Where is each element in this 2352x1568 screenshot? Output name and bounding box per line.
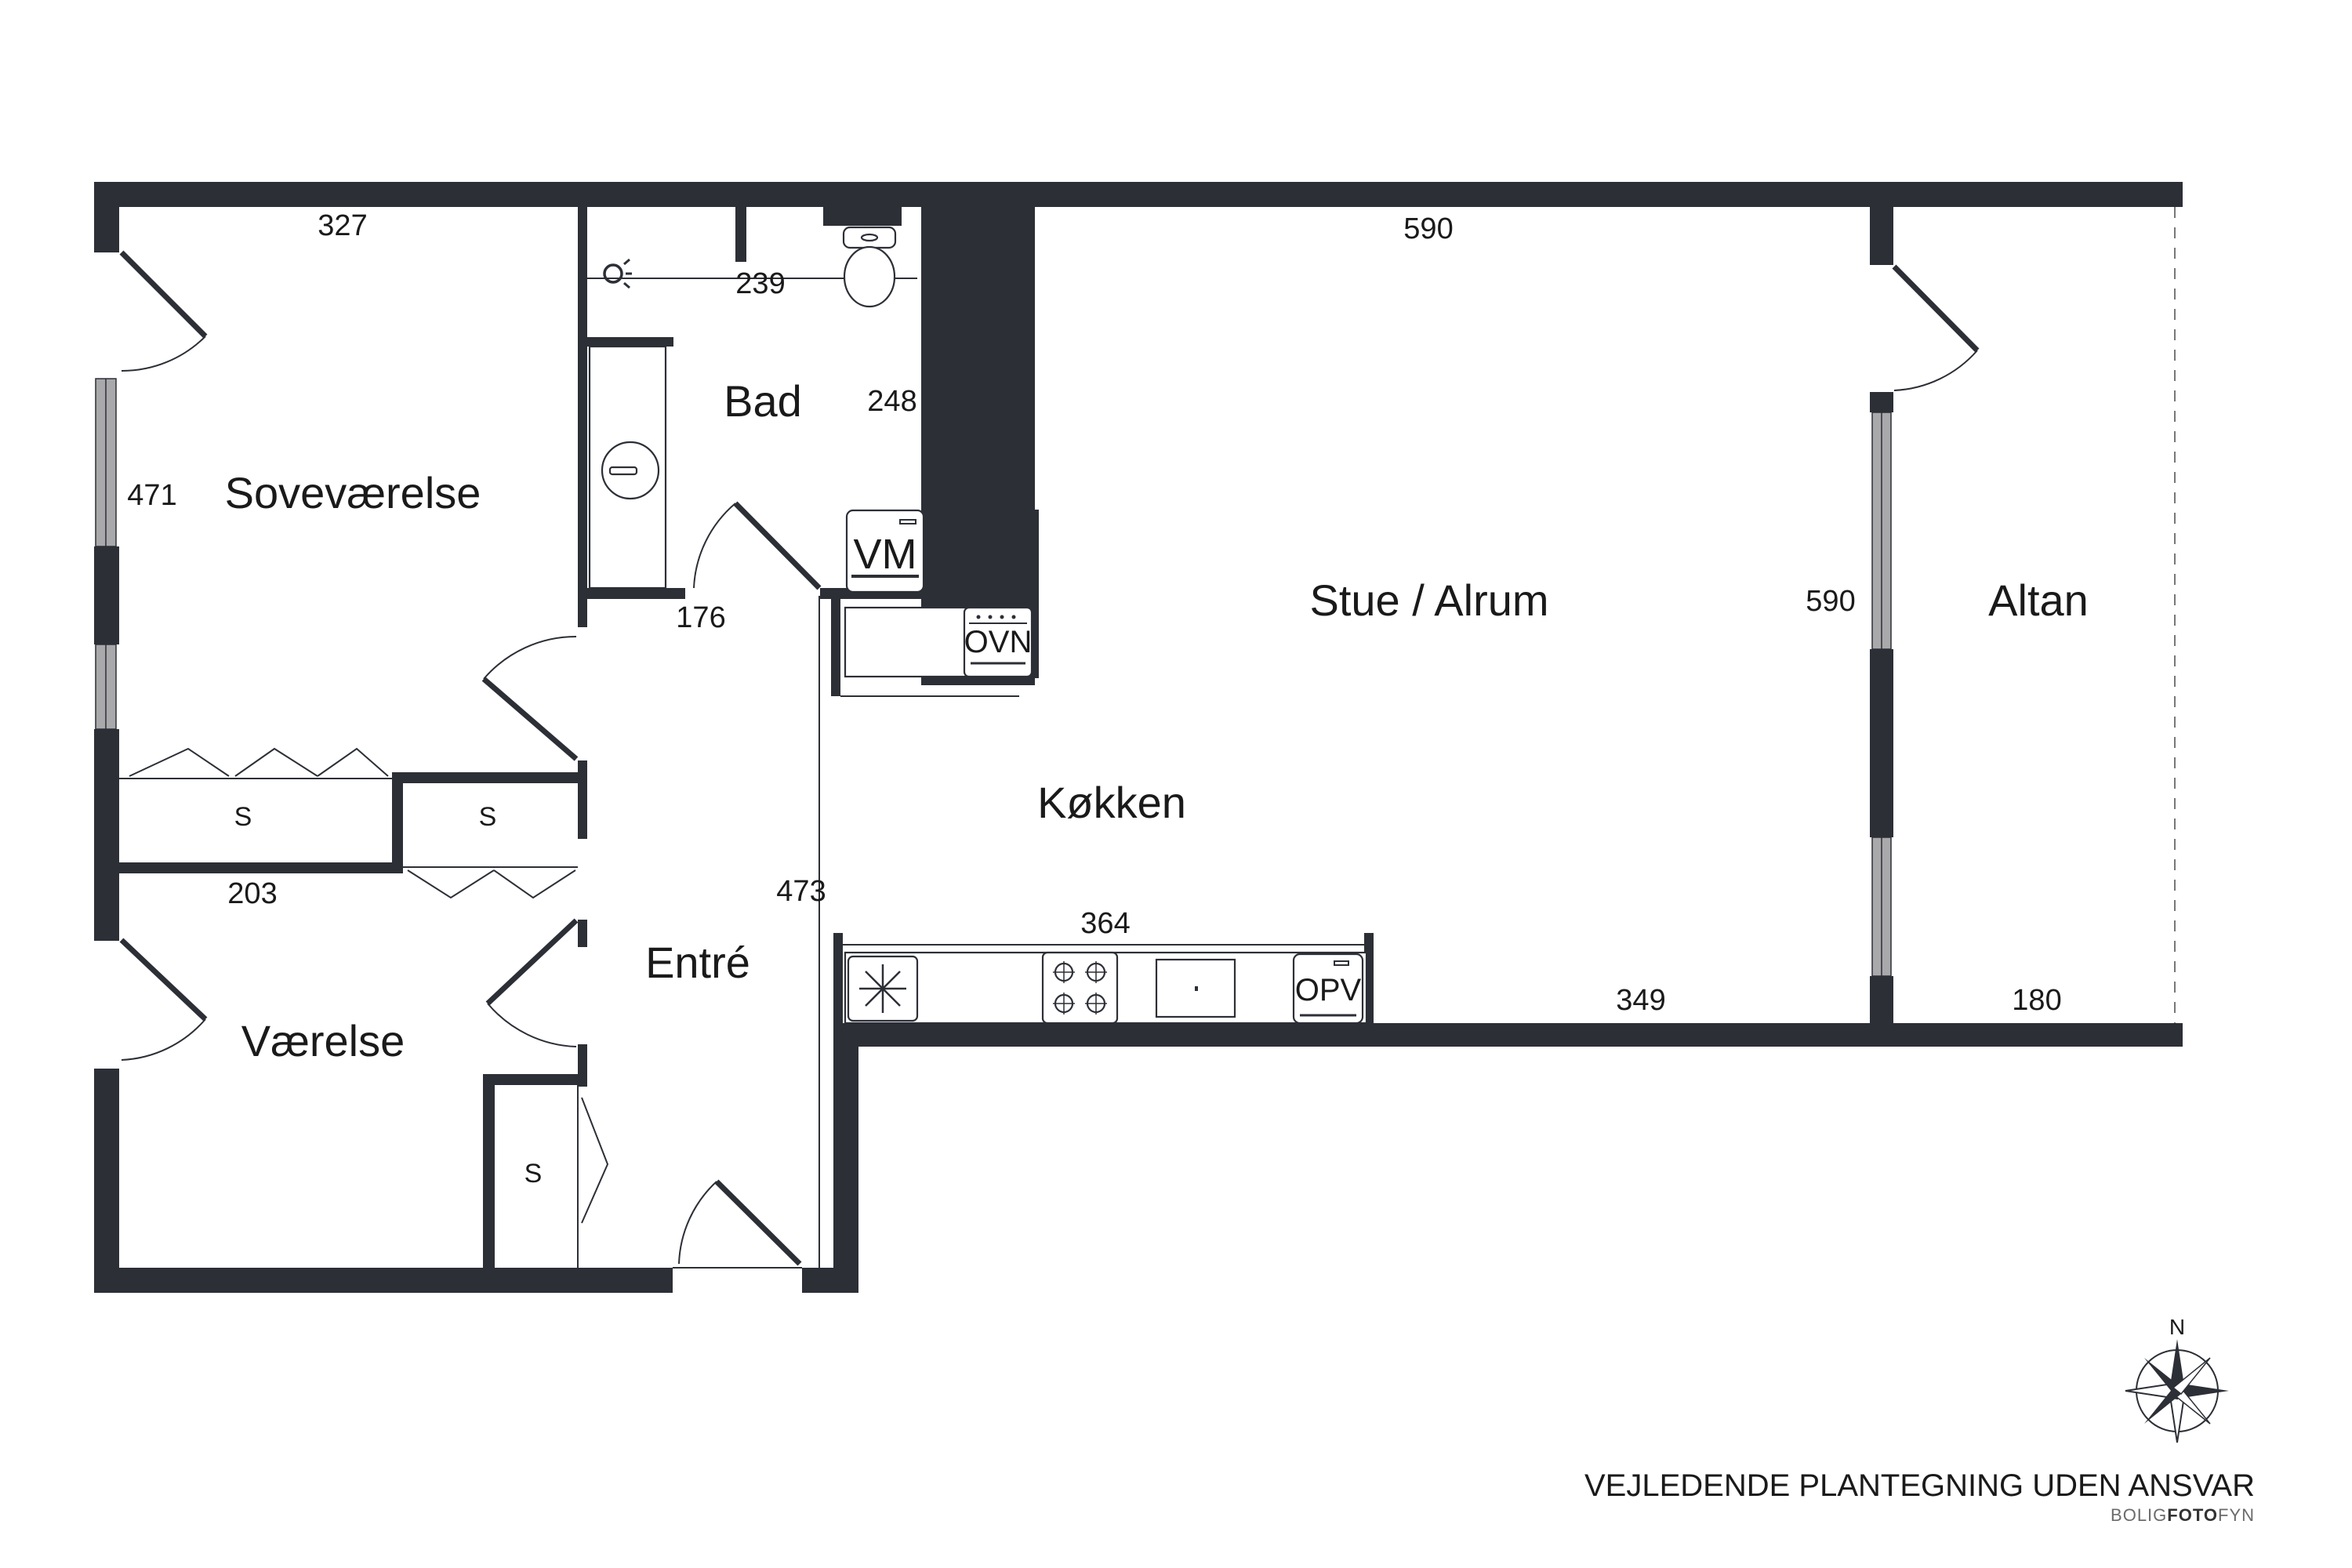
compass-icon: N xyxy=(2125,1315,2229,1443)
freezer-icon xyxy=(847,955,919,1022)
closet-label-3: S xyxy=(524,1159,543,1189)
dim-bad-top: 239 xyxy=(735,267,785,300)
thin-lines xyxy=(119,278,1364,1269)
brand-part-a: BOLIG xyxy=(2111,1505,2167,1525)
dim-stue-top: 590 xyxy=(1403,212,1453,245)
dim-bad-bottom: 176 xyxy=(676,601,725,634)
bath-fixtures: VM xyxy=(588,226,925,593)
sink-icon xyxy=(601,441,660,500)
room-labels: Soveværelse Bad Stue / Alrum Altan Køkke… xyxy=(225,376,2089,1065)
dim-sove-top: 327 xyxy=(318,209,367,242)
brand-part-c: FYN xyxy=(2218,1505,2255,1525)
appliance-opv-label: OPV xyxy=(1295,973,1362,1007)
kitchen-fixtures: OVN xyxy=(844,606,1368,1025)
toilet-icon xyxy=(842,226,897,308)
closet-labels: S S S xyxy=(234,802,543,1189)
dim-altan-bottom: 180 xyxy=(2012,984,2061,1017)
appliance-ovn-label: OVN xyxy=(964,625,1033,659)
dishwasher-icon: OPV xyxy=(1292,953,1364,1025)
dim-entre-side: 473 xyxy=(776,875,826,908)
closet-doors xyxy=(129,747,609,1224)
room-label-vaerelse: Værelse xyxy=(241,1016,405,1065)
disclaimer-text: VEJLEDENDE PLANTEGNING UDEN ANSVAR xyxy=(1584,1468,2255,1503)
washing-machine-icon: VM xyxy=(845,509,925,593)
dim-vaerelse-top: 203 xyxy=(227,877,277,910)
appliance-vm-label: VM xyxy=(854,531,917,578)
brand-part-b: FOTO xyxy=(2167,1505,2218,1525)
closet-label-1: S xyxy=(234,802,252,832)
dimension-labels: 327 471 239 248 176 590 590 349 180 203 … xyxy=(127,209,2061,1017)
room-label-stue: Stue / Alrum xyxy=(1309,575,1548,625)
dim-sove-side: 471 xyxy=(127,479,176,512)
compass-north-label: N xyxy=(2169,1315,2185,1339)
dim-bad-side: 248 xyxy=(867,385,916,418)
outer-walls xyxy=(94,182,2183,1293)
stove-icon xyxy=(1041,951,1119,1025)
room-label-sovevaerelse: Soveværelse xyxy=(225,468,481,517)
dim-koekken-counter: 364 xyxy=(1080,907,1130,940)
doors xyxy=(119,250,1980,1266)
dim-stue-bottom: 349 xyxy=(1616,984,1665,1017)
interior-walls xyxy=(119,207,1374,1270)
room-label-entre: Entré xyxy=(645,938,750,987)
windows xyxy=(95,378,1892,977)
kitchen-sink-icon xyxy=(1155,958,1236,1018)
closet-label-2: S xyxy=(479,802,497,832)
dim-stue-side: 590 xyxy=(1806,585,1855,618)
oven-icon: OVN xyxy=(963,606,1033,678)
room-label-altan: Altan xyxy=(1988,575,2089,625)
room-label-koekken: Køkken xyxy=(1037,778,1186,827)
room-label-bad: Bad xyxy=(724,376,802,426)
shower-icon xyxy=(603,258,632,289)
brand-logo: BOLIGFOTOFYN xyxy=(2111,1505,2255,1525)
